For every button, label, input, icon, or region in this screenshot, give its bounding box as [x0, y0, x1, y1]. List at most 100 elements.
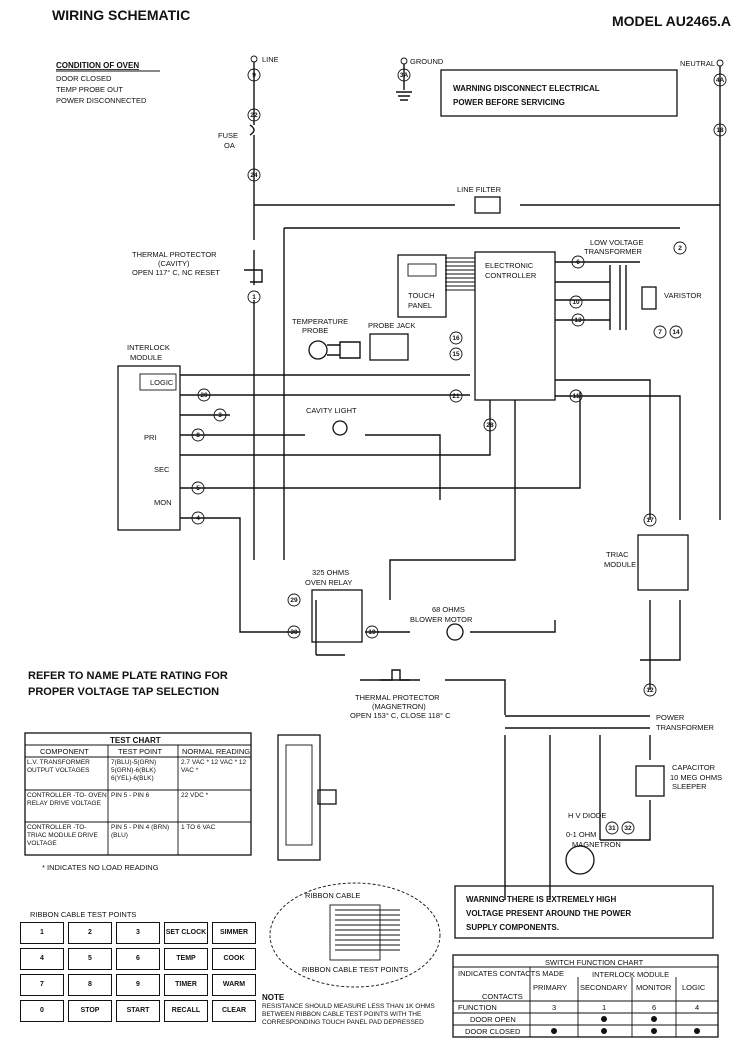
- node-17: 17: [643, 513, 657, 527]
- oven-relay: 325 OHMS OVEN RELAY: [305, 568, 363, 643]
- node-16: 16: [449, 331, 463, 345]
- key-temp[interactable]: TEMP: [164, 948, 208, 970]
- touch-panel: TOUCH PANEL: [397, 254, 447, 318]
- line-filter-symbol: [474, 196, 501, 214]
- key-cook[interactable]: COOK: [212, 948, 256, 970]
- key-5[interactable]: 5: [68, 948, 112, 970]
- node-15: 15: [449, 347, 463, 361]
- svg-text:POWER: POWER: [656, 713, 685, 722]
- key-6[interactable]: 6: [116, 948, 160, 970]
- node-5: 5: [191, 481, 205, 495]
- condition-line-2: TEMP PROBE OUT: [56, 85, 123, 94]
- key-2[interactable]: 2: [68, 922, 112, 944]
- wiring: [180, 62, 721, 900]
- key-1[interactable]: 1: [20, 922, 64, 944]
- key-clear[interactable]: CLEAR: [212, 1000, 256, 1022]
- node-10: 10: [569, 295, 583, 309]
- svg-text:10 MEG OHMS: 10 MEG OHMS: [670, 773, 722, 782]
- svg-text:THERMAL PROTECTOR: THERMAL PROTECTOR: [132, 250, 217, 259]
- node-14: 14: [669, 325, 683, 339]
- key-3[interactable]: 3: [116, 922, 160, 944]
- node-6: 6: [571, 255, 585, 269]
- key-recall[interactable]: RECALL: [164, 1000, 208, 1022]
- svg-text:4: 4: [196, 515, 200, 522]
- switch-row-door-open: DOOR OPEN: [470, 1015, 516, 1024]
- svg-text:SECONDARY: SECONDARY: [580, 983, 627, 992]
- svg-text:OVEN RELAY: OVEN RELAY: [305, 578, 352, 587]
- svg-text:WARNING THERE IS EXTREMELY H: WARNING THERE IS EXTREMELY HIGH: [466, 895, 616, 904]
- svg-text:5: 5: [196, 485, 200, 492]
- node-18: 18: [713, 123, 727, 137]
- key-timer[interactable]: TIMER: [164, 974, 208, 996]
- node-7: 7: [653, 325, 667, 339]
- node-24: 24: [247, 168, 261, 182]
- svg-text:TRIAC: TRIAC: [606, 550, 629, 559]
- test-chart-footnote: * INDICATES NO LOAD READING: [42, 863, 159, 872]
- svg-text:8: 8: [196, 432, 200, 439]
- svg-text:ELECTRONIC: ELECTRONIC: [485, 261, 534, 270]
- node-12: 12: [643, 683, 657, 697]
- temperature-probe: TEMPERATURE PROBE PROBE JACK: [292, 317, 416, 361]
- key-0[interactable]: 0: [20, 1000, 64, 1022]
- key-stop[interactable]: STOP: [68, 1000, 112, 1022]
- key-9[interactable]: 9: [116, 974, 160, 996]
- svg-text:OPEN 153° C, CLOSE 118° C: OPEN 153° C, CLOSE 118° C: [350, 711, 451, 720]
- thermal-protector-cavity: THERMAL PROTECTOR (CAVITY) OPEN 117° C, …: [132, 250, 263, 283]
- svg-text:MAGNETRON: MAGNETRON: [572, 840, 621, 849]
- warning-top-box: WARNING DISCONNECT ELECTRICAL POWER BEFO…: [440, 69, 678, 117]
- node-2: 2: [673, 241, 687, 255]
- svg-text:TEMPERATURE: TEMPERATURE: [292, 317, 348, 326]
- connection-nodes: 9 22 3A 4A 18 1 2 3 4 5 6 7 8 10 11 12 1…: [191, 68, 727, 835]
- svg-text:1: 1: [602, 1003, 606, 1012]
- svg-text:PANEL: PANEL: [408, 301, 432, 310]
- keypad-grid: 1 2 3 SET CLOCK SIMMER 4 5 6 TEMP COOK 7…: [20, 922, 256, 1022]
- node-29: 29: [287, 593, 301, 607]
- key-start[interactable]: START: [116, 1000, 160, 1022]
- hv-diode-and-magnetron: H V DIODE 0-1 OHM MAGNETRON: [565, 811, 621, 875]
- key-set-clock[interactable]: SET CLOCK: [164, 922, 208, 944]
- svg-text:NORMAL READING: NORMAL READING: [182, 747, 250, 756]
- svg-text:14: 14: [672, 329, 680, 336]
- svg-text:TRANSFORMER: TRANSFORMER: [656, 723, 715, 732]
- svg-text:19: 19: [368, 629, 376, 636]
- ribbon-cable-detail: RIBBON CABLE RIBBON CABLE TEST POINTS: [269, 882, 441, 988]
- condition-heading: CONDITION OF OVEN: [56, 61, 139, 70]
- node-11: 11: [569, 389, 583, 403]
- diagram-title: WIRING SCHEMATIC: [52, 7, 190, 23]
- node-3a: 3A: [397, 68, 411, 82]
- electronic-controller: ELECTRONIC CONTROLLER: [445, 251, 556, 401]
- node-4: 4: [191, 511, 205, 525]
- svg-text:MODULE: MODULE: [130, 353, 162, 362]
- svg-text:PROBE: PROBE: [302, 326, 328, 335]
- test-chart-row: CONTROLLER -TO- OVEN RELAY DRIVE VOLTAGE…: [27, 792, 209, 807]
- switch-row-door-closed: DOOR CLOSED: [465, 1027, 521, 1036]
- fuse-rating: OA: [224, 141, 235, 150]
- key-8[interactable]: 8: [68, 974, 112, 996]
- key-warm[interactable]: WARM: [212, 974, 256, 996]
- svg-text:CONTACTS: CONTACTS: [482, 992, 523, 1001]
- svg-text:68 OHMS: 68 OHMS: [432, 605, 465, 614]
- svg-text:28: 28: [486, 422, 494, 429]
- test-chart-rows: L.V. TRANSFORMER OUTPUT VOLTAGES 7(BLU)-…: [27, 759, 246, 847]
- tap-note-line-1: REFER TO NAME PLATE RATING FOR: [28, 670, 228, 682]
- svg-text:6: 6: [652, 1003, 656, 1012]
- fuse-label: FUSE: [218, 131, 238, 140]
- thermal-protector-magnetron: THERMAL PROTECTOR (MAGNETRON) OPEN 153° …: [350, 669, 451, 720]
- note-heading: NOTE: [262, 993, 285, 1002]
- svg-text:TOUCH: TOUCH: [408, 291, 435, 300]
- probe-jack-symbol: [369, 333, 409, 361]
- svg-text:3A: 3A: [400, 72, 409, 79]
- svg-text:22: 22: [250, 112, 258, 119]
- key-simmer[interactable]: SIMMER: [212, 922, 256, 944]
- blower-motor: 68 OHMS BLOWER MOTOR: [410, 605, 473, 641]
- node-8: 8: [191, 428, 205, 442]
- key-7[interactable]: 7: [20, 974, 64, 996]
- node-20: 20: [197, 388, 211, 402]
- svg-text:4: 4: [695, 1003, 699, 1012]
- probe-jack-label: PROBE JACK: [368, 321, 416, 330]
- switch-function-chart: SWITCH FUNCTION CHART INTERLOCK MODULE I…: [452, 954, 719, 1038]
- keypad: RIBBON CABLE TEST POINTS: [30, 910, 136, 919]
- node-31: 31: [605, 821, 619, 835]
- test-chart: TEST CHART COMPONENT TEST POINT NORMAL R…: [24, 732, 252, 856]
- key-4[interactable]: 4: [20, 948, 64, 970]
